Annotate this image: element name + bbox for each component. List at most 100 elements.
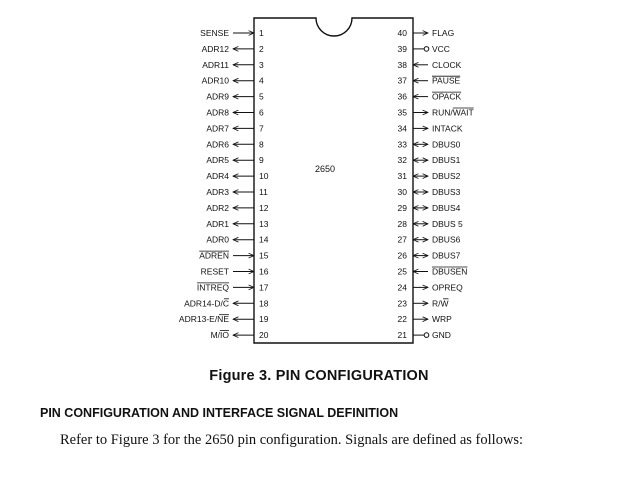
section-heading: PIN CONFIGURATION AND INTERFACE SIGNAL D…: [40, 406, 399, 420]
pin-17: INTREQ 17: [196, 282, 269, 292]
pin-number: 34: [398, 123, 408, 133]
pin-label: ADR6: [206, 139, 229, 149]
pin-21: 21 GND: [398, 330, 451, 340]
pin-number: 10: [259, 171, 269, 181]
pin-label: INTREQ: [197, 282, 230, 292]
pin-37: 37 PAUSE: [398, 76, 461, 86]
pin-label: R/W: [432, 298, 449, 308]
pin-label: CLOCK: [432, 60, 462, 70]
figure-caption: Figure 3. PIN CONFIGURATION: [209, 368, 429, 384]
pin-label: ADR13-E/NE: [179, 314, 229, 324]
pin-label: FLAG: [432, 28, 454, 38]
pin-number: 29: [398, 203, 408, 213]
pin-number: 21: [398, 330, 408, 340]
pin-27: 27 DBUS6: [398, 235, 461, 245]
pin-number: 6: [259, 108, 264, 118]
body-paragraph: Refer to Figure 3 for the 2650 pin confi…: [60, 432, 524, 448]
pin-number: 7: [259, 123, 264, 133]
pin-number: 37: [398, 76, 408, 86]
pin-number: 12: [259, 203, 269, 213]
pin-label: OPACK: [432, 92, 461, 102]
pin-16: RESET 16: [201, 267, 269, 277]
pin-6: ADR8 6: [206, 108, 264, 118]
pin-19: ADR13-E/NE 19: [179, 314, 269, 324]
pin-number: 31: [398, 171, 408, 181]
pin-31: 31 DBUS2: [398, 171, 461, 181]
pin-label: ADR1: [206, 219, 229, 229]
pin-label: ADR3: [206, 187, 229, 197]
pin-30: 30 DBUS3: [398, 187, 461, 197]
pin-number: 40: [398, 28, 408, 38]
power-terminal: [423, 332, 430, 338]
pin-label: ADR12: [202, 44, 230, 54]
pin-number: 27: [398, 235, 408, 245]
pin-label: RESET: [201, 267, 229, 277]
pin-34: 34 INTACK: [398, 123, 463, 133]
pin-25: 25 DBUSEN: [398, 267, 468, 277]
pin-label: GND: [432, 330, 451, 340]
pin-number: 39: [398, 44, 408, 54]
pin-23: 23 R/W: [398, 298, 449, 308]
pin-label: DBUS4: [432, 203, 461, 213]
pin-label: DBUS 5: [432, 219, 463, 229]
pin-number: 3: [259, 60, 264, 70]
pin-number: 17: [259, 282, 269, 292]
pin-label: DBUSEN: [432, 267, 467, 277]
pin-number: 33: [398, 139, 408, 149]
pin-number: 15: [259, 251, 269, 261]
pin-number: 8: [259, 139, 264, 149]
pin-number: 32: [398, 155, 408, 165]
pin-label: PAUSE: [432, 76, 461, 86]
pin-label: ADR5: [206, 155, 229, 165]
pin-label: DBUS7: [432, 251, 461, 261]
pin-label: DBUS3: [432, 187, 461, 197]
pin-number: 24: [398, 282, 408, 292]
pin-39: 39 VCC: [398, 44, 450, 54]
pin-number: 1: [259, 28, 264, 38]
pin-label: ADR0: [206, 235, 229, 245]
pin-number: 9: [259, 155, 264, 165]
pin-label: ADR10: [202, 76, 230, 86]
pin-number: 19: [259, 314, 269, 324]
pin-label: INTACK: [432, 123, 463, 133]
pin-label: M/IO: [211, 330, 230, 340]
pin-number: 5: [259, 92, 264, 102]
pin-number: 25: [398, 267, 408, 277]
power-terminal: [423, 46, 430, 52]
pin-label: DBUS6: [432, 235, 461, 245]
chip-name: 2650: [315, 164, 335, 174]
pin-8: ADR6 8: [206, 139, 264, 149]
pin-number: 4: [259, 76, 264, 86]
pin-label: ADR8: [206, 108, 229, 118]
pin-number: 35: [398, 108, 408, 118]
pin-1: SENSE 1: [200, 28, 264, 38]
pin-12: ADR2 12: [206, 203, 268, 213]
pin-number: 23: [398, 298, 408, 308]
pin-4: ADR10 4: [202, 76, 264, 86]
pin-label: DBUS2: [432, 171, 461, 181]
pin-label: VCC: [432, 44, 450, 54]
pin-number: 30: [398, 187, 408, 197]
pin-label: ADR2: [206, 203, 229, 213]
pin-number: 13: [259, 219, 269, 229]
pin-number: 16: [259, 267, 269, 277]
pin-label: SENSE: [200, 28, 229, 38]
